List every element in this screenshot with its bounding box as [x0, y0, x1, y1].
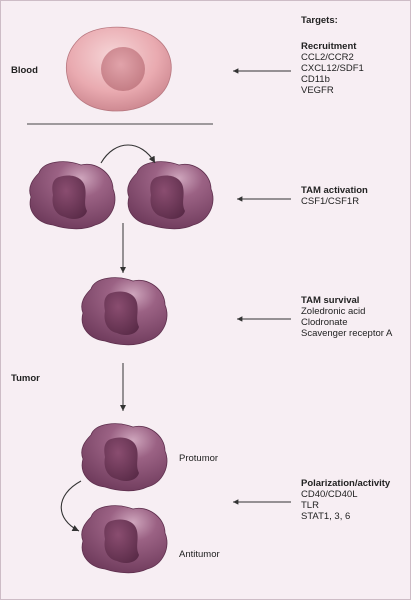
recruitment-item: CCL2/CCR2: [301, 52, 354, 63]
macrophage-4: [81, 423, 168, 492]
monocyte-cell: [65, 26, 172, 112]
tumor-label: Tumor: [11, 373, 40, 384]
protumor-label: Protumor: [179, 453, 219, 464]
recruitment-group: Recruitment CCL2/CCR2 CXCL12/SDF1 CD11b …: [301, 41, 364, 96]
activation-title: TAM activation: [301, 185, 368, 196]
activation-item: CSF1/CSF1R: [301, 196, 360, 207]
macrophage-5: [81, 505, 168, 574]
polarization-title: Polarization/activity: [301, 478, 391, 489]
polarization-item: CD40/CD40L: [301, 489, 358, 500]
survival-item: Clodronate: [301, 317, 348, 328]
targets-heading: Targets:: [301, 15, 338, 26]
polarization-item: TLR: [301, 500, 319, 511]
polarization-arrow: [60, 480, 82, 532]
macrophage-1: [29, 161, 116, 230]
survival-item: Zoledronic acid: [301, 306, 366, 317]
blood-label: Blood: [11, 65, 38, 76]
recruitment-item: CD11b: [301, 74, 330, 85]
survival-item: Scavenger receptor A: [301, 328, 393, 339]
activation-group: TAM activation CSF1/CSF1R: [301, 185, 368, 207]
recruitment-item: CXCL12/SDF1: [301, 63, 364, 74]
macrophage-2: [127, 161, 214, 230]
survival-group: TAM survival Zoledronic acid Clodronate …: [301, 295, 392, 339]
polarization-group: Polarization/activity CD40/CD40L TLR STA…: [301, 478, 390, 522]
proliferation-arrow: [100, 144, 156, 164]
macrophage-3: [81, 277, 168, 346]
antitumor-label: Antitumor: [179, 549, 220, 560]
polarization-item: STAT1, 3, 6: [301, 511, 351, 522]
survival-title: TAM survival: [301, 295, 360, 306]
recruitment-item: VEGFR: [301, 85, 334, 96]
recruitment-title: Recruitment: [301, 41, 357, 52]
